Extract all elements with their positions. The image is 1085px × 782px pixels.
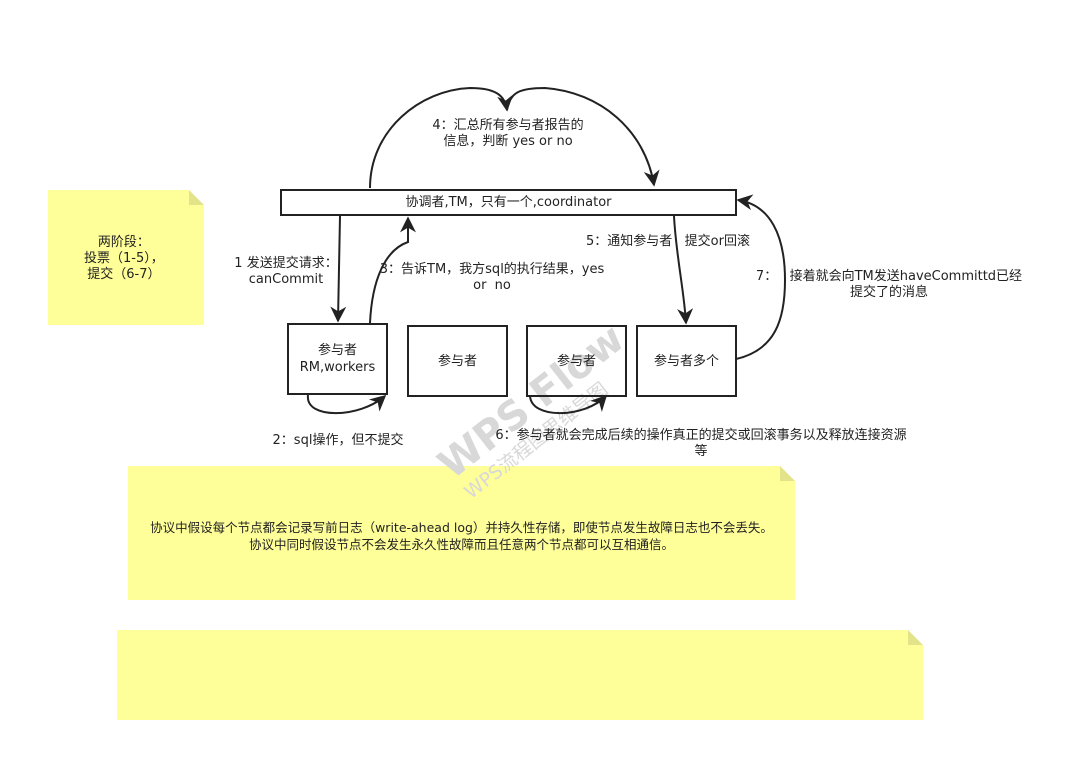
label-step2: 2：sql操作，但不提交 (272, 433, 404, 448)
participant-label-3: 参与者 (556, 353, 596, 369)
note-assumption-line2: 协议中同时假设节点不会发生永久性故障而且任意两个节点都可以互相通信。 (248, 537, 674, 552)
note-empty[interactable] (117, 630, 923, 720)
note-assumptions[interactable]: 协议中假设每个节点都会记录写前日志（write-ahead log）并持久性存储… (128, 466, 795, 600)
label-step4: 4：汇总所有参与者报告的 信息，判断 yes or no (432, 118, 584, 149)
participant-box-1[interactable]: 参与者 RM,workers (287, 323, 388, 395)
note-two-phase[interactable]: 两阶段： 投票（1-5）， 提交（6-7） (48, 190, 204, 325)
note-two-phase-text: 两阶段： 投票（1-5）， 提交（6-7） (84, 235, 164, 282)
arrow-step4-left (369, 86, 514, 189)
arrow-step3 (369, 216, 416, 324)
participant-label-1: 参与者 RM,workers (299, 343, 376, 375)
note-fold (780, 466, 795, 481)
arrow-step2 (306, 394, 387, 415)
note-fold (189, 190, 204, 205)
label-step7: 7： 接着就会向TM发送haveCommittd已经 提交了的消息 (755, 269, 1023, 300)
label-step1: 1 发送提交请求： canCommit (234, 256, 338, 287)
arrow-step4-right (506, 86, 660, 187)
coordinator-label: 协调者,TM，只有一个,coordinator (405, 195, 612, 210)
arrow-step1 (330, 215, 347, 323)
participant-box-4[interactable]: 参与者多个 (636, 325, 737, 397)
coordinator-box[interactable]: 协调者,TM，只有一个,coordinator (280, 189, 737, 216)
participant-label-2: 参与者 (437, 353, 477, 369)
note-fold (908, 630, 923, 645)
participant-label-4: 参与者多个 (653, 353, 719, 369)
arrow-step7 (735, 194, 787, 360)
label-step6: 6：参与者就会完成后续的操作真正的提交或回滚事务以及释放连接资源 等 (495, 428, 907, 459)
participant-box-3[interactable]: 参与者 (526, 325, 627, 397)
arrow-step6 (529, 394, 608, 415)
participant-box-2[interactable]: 参与者 (407, 325, 508, 397)
label-step3: 3：告诉TM，我方sql的执行结果，yes or no (379, 262, 605, 293)
arrow-step5 (673, 215, 694, 325)
note-assumption-line1: 协议中假设每个节点都会记录写前日志（write-ahead log）并持久性存储… (150, 520, 773, 535)
label-step5: 5：通知参与者 提交or回滚 (586, 234, 750, 249)
